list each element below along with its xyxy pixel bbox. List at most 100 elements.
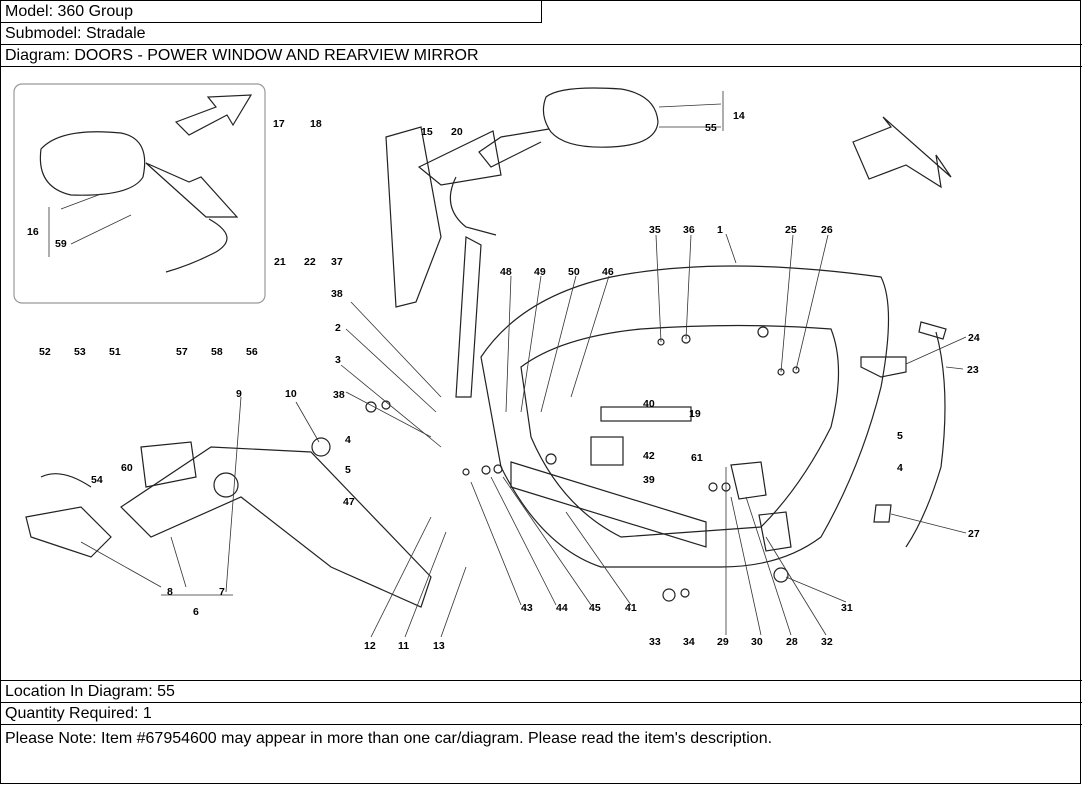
callout-11: 11 xyxy=(398,640,409,652)
callout-23: 23 xyxy=(967,364,979,376)
callout-4b: 4 xyxy=(897,462,903,474)
callout-37: 37 xyxy=(331,256,343,268)
inset-direction-arrow xyxy=(174,94,253,136)
callout-34: 34 xyxy=(683,636,695,648)
location-label: Location In Diagram: 55 xyxy=(1,681,1082,703)
callout-25: 25 xyxy=(785,224,797,236)
callout-6: 6 xyxy=(193,606,199,618)
callout-13: 13 xyxy=(433,640,445,652)
callout-46: 46 xyxy=(602,266,614,278)
callout-3: 3 xyxy=(335,354,341,366)
mirror-cable xyxy=(449,176,497,236)
nut xyxy=(662,588,676,602)
callout-14: 14 xyxy=(733,110,745,122)
washer xyxy=(708,482,718,492)
leader-lines xyxy=(48,91,967,638)
door-handle xyxy=(860,356,907,378)
callout-20: 20 xyxy=(451,126,463,138)
callout-7: 7 xyxy=(219,586,225,598)
callout-12: 12 xyxy=(364,640,376,652)
washer xyxy=(757,326,769,338)
callout-18: 18 xyxy=(310,118,322,130)
regulator-pulley xyxy=(213,472,239,498)
callout-39: 39 xyxy=(643,474,655,486)
callout-19: 19 xyxy=(689,408,701,420)
callout-35: 35 xyxy=(649,224,661,236)
inset-mirror-glass xyxy=(39,131,146,196)
callout-53: 53 xyxy=(74,346,86,358)
door-striker xyxy=(758,511,792,552)
callout-47: 47 xyxy=(343,496,355,508)
mirror-glass xyxy=(542,87,659,148)
callout-27: 27 xyxy=(968,528,980,540)
callout-56: 56 xyxy=(246,346,258,358)
washer xyxy=(792,366,800,374)
callout-50: 50 xyxy=(568,266,580,278)
callout-43: 43 xyxy=(521,602,533,614)
callout-5b: 5 xyxy=(897,430,903,442)
callout-4a: 4 xyxy=(345,434,351,446)
callout-16: 16 xyxy=(27,226,39,238)
callout-51: 51 xyxy=(109,346,121,358)
callout-31: 31 xyxy=(841,602,853,614)
callout-40: 40 xyxy=(643,398,655,410)
diagram-drawing: 1 2 3 4 4 5 5 6 7 8 9 10 11 12 13 14 15 … xyxy=(13,83,980,652)
callout-60: 60 xyxy=(121,462,133,474)
submodel-label: Submodel: Stradale xyxy=(1,23,1082,45)
model-label: Model: 360 Group xyxy=(1,1,542,23)
diagram-title: Diagram: DOORS - POWER WINDOW AND REARVI… xyxy=(1,45,1082,67)
callout-36: 36 xyxy=(683,224,695,236)
callout-5a: 5 xyxy=(345,464,351,476)
callout-54: 54 xyxy=(91,474,103,486)
exploded-diagram: 1 2 3 4 4 5 5 6 7 8 9 10 11 12 13 14 15 … xyxy=(1,67,1082,681)
window-regulator xyxy=(120,446,432,608)
item-note: Please Note: Item #67954600 may appear i… xyxy=(5,730,773,747)
callout-33: 33 xyxy=(649,636,661,648)
washer xyxy=(545,453,557,465)
door-inner-panel xyxy=(520,324,840,538)
quantity-label: Quantity Required: 1 xyxy=(1,703,1082,725)
seal-clip xyxy=(918,321,947,340)
callout-30: 30 xyxy=(751,636,763,648)
callout-44: 44 xyxy=(556,602,568,614)
door-seal-strip xyxy=(510,461,707,548)
glass-guide-front xyxy=(385,126,442,308)
washer xyxy=(680,588,690,598)
callout-15: 15 xyxy=(421,126,433,138)
callout-41: 41 xyxy=(625,602,637,614)
window-motor xyxy=(25,506,112,558)
bracket-42 xyxy=(590,436,624,466)
callout-52: 52 xyxy=(39,346,51,358)
callout-55: 55 xyxy=(705,122,717,134)
motor-cable xyxy=(40,473,92,488)
inset-mirror-cable xyxy=(165,218,228,273)
inset-mirror-base xyxy=(145,162,239,218)
door-panel xyxy=(480,265,890,568)
seal-clip-27 xyxy=(873,504,892,523)
direction-arrow xyxy=(852,116,952,189)
callout-8: 8 xyxy=(167,586,173,598)
callout-1: 1 xyxy=(717,224,723,236)
washer xyxy=(493,464,503,474)
callout-17: 17 xyxy=(273,118,285,130)
callout-59: 59 xyxy=(55,238,67,250)
regulator-bumper xyxy=(311,437,331,457)
callout-28: 28 xyxy=(786,636,798,648)
nut xyxy=(365,401,377,413)
bumper xyxy=(773,567,789,583)
bolt xyxy=(462,468,470,476)
callout-32: 32 xyxy=(821,636,833,648)
mirror-base xyxy=(417,130,502,186)
callout-61: 61 xyxy=(691,452,703,464)
door-latch xyxy=(730,461,767,500)
callout-42: 42 xyxy=(643,450,655,462)
callout-22: 22 xyxy=(304,256,316,268)
washer xyxy=(481,465,491,475)
callout-38a: 38 xyxy=(331,288,343,300)
callout-57: 57 xyxy=(176,346,188,358)
door-outer-seal xyxy=(905,331,946,548)
callout-58: 58 xyxy=(211,346,223,358)
callout-9: 9 xyxy=(236,388,242,400)
regulator-bracket xyxy=(140,441,197,488)
